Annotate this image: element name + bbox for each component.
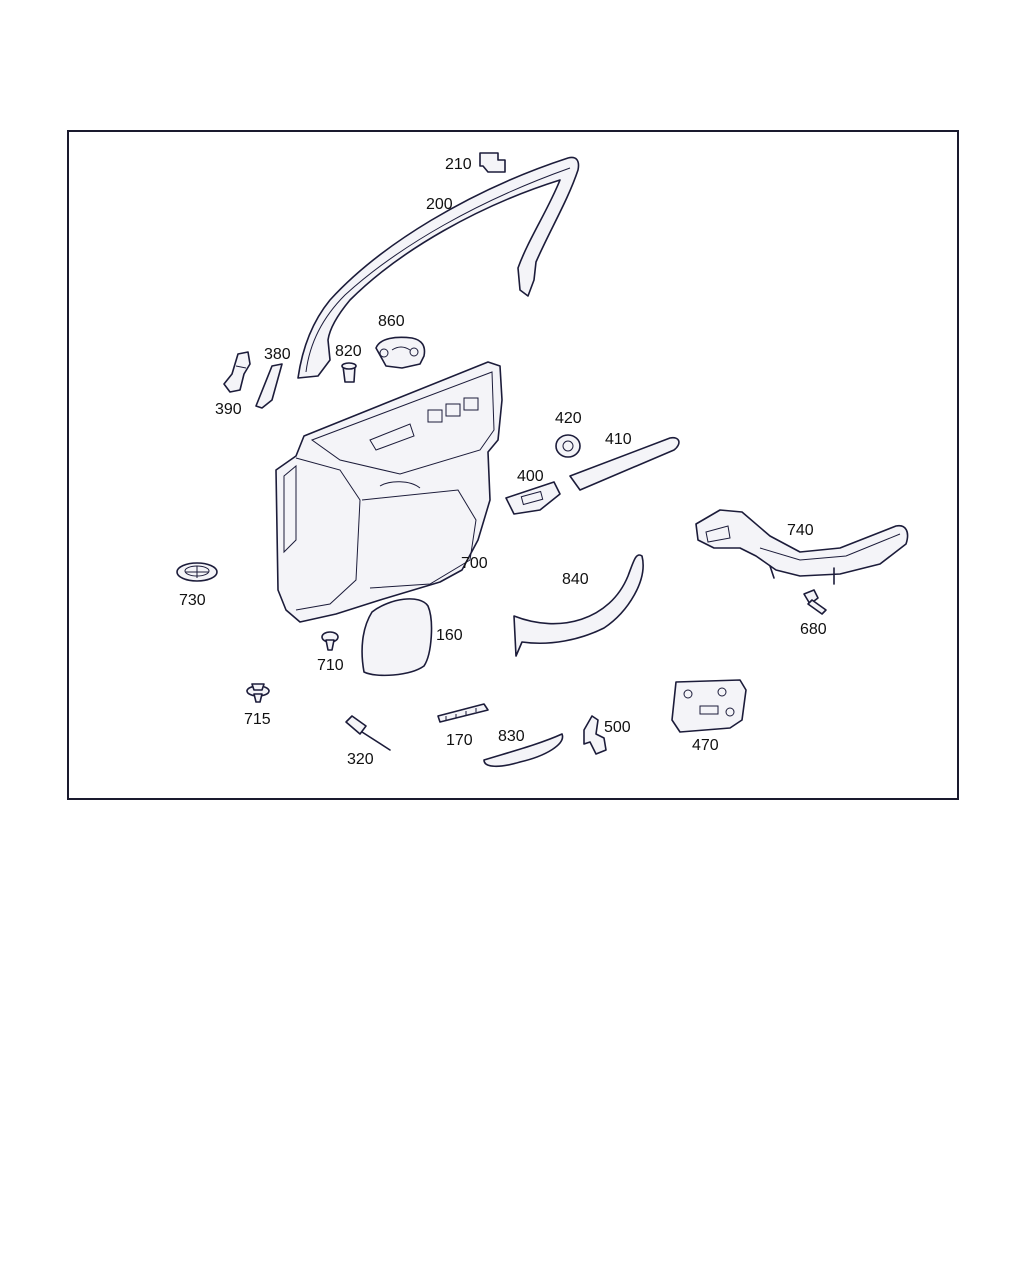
callout-730: 730 xyxy=(179,592,206,609)
callout-500: 500 xyxy=(604,719,631,736)
callout-170: 170 xyxy=(446,732,473,749)
callout-860: 860 xyxy=(378,313,405,330)
part-410-trim-strip[interactable] xyxy=(569,436,680,491)
callout-830: 830 xyxy=(498,728,525,745)
part-840-lower-trim[interactable] xyxy=(513,554,644,657)
part-400-switch-bezel[interactable] xyxy=(505,481,561,515)
part-380-trim-strip[interactable] xyxy=(255,363,283,409)
callout-715: 715 xyxy=(244,711,271,728)
callout-740: 740 xyxy=(787,522,814,539)
part-470-carrier-plate[interactable] xyxy=(671,679,747,733)
part-710-push-clip[interactable] xyxy=(321,631,339,651)
part-320-rivet[interactable] xyxy=(345,715,391,751)
part-740-armrest[interactable] xyxy=(695,509,909,585)
callout-820: 820 xyxy=(335,343,362,360)
callout-160: 160 xyxy=(436,627,463,644)
part-730-grommet[interactable] xyxy=(176,562,218,582)
callout-200: 200 xyxy=(426,196,453,213)
diagram-frame xyxy=(67,130,959,800)
callout-710: 710 xyxy=(317,657,344,674)
callout-320: 320 xyxy=(347,751,374,768)
part-420-cap[interactable] xyxy=(555,434,581,458)
callout-210: 210 xyxy=(445,156,472,173)
callout-390: 390 xyxy=(215,401,242,418)
part-390-lock-knob[interactable] xyxy=(223,351,251,393)
callout-700: 700 xyxy=(461,555,488,572)
callout-380: 380 xyxy=(264,346,291,363)
part-830-trim[interactable] xyxy=(483,733,564,768)
part-170-strip[interactable] xyxy=(437,703,489,723)
part-200-window-trim[interactable] xyxy=(297,156,580,379)
part-500-bracket[interactable] xyxy=(583,715,607,755)
part-210-clip[interactable] xyxy=(479,152,506,173)
callout-420: 420 xyxy=(555,410,582,427)
part-160-pad[interactable] xyxy=(361,598,433,677)
callout-400: 400 xyxy=(517,468,544,485)
part-680-screw[interactable] xyxy=(803,589,827,615)
callout-680: 680 xyxy=(800,621,827,638)
callout-470: 470 xyxy=(692,737,719,754)
callout-840: 840 xyxy=(562,571,589,588)
part-700-door-panel[interactable] xyxy=(275,361,503,623)
part-820-bushing[interactable] xyxy=(341,362,357,383)
callout-410: 410 xyxy=(605,431,632,448)
part-860-inner-handle[interactable] xyxy=(375,336,426,369)
part-715-clip[interactable] xyxy=(246,683,270,703)
